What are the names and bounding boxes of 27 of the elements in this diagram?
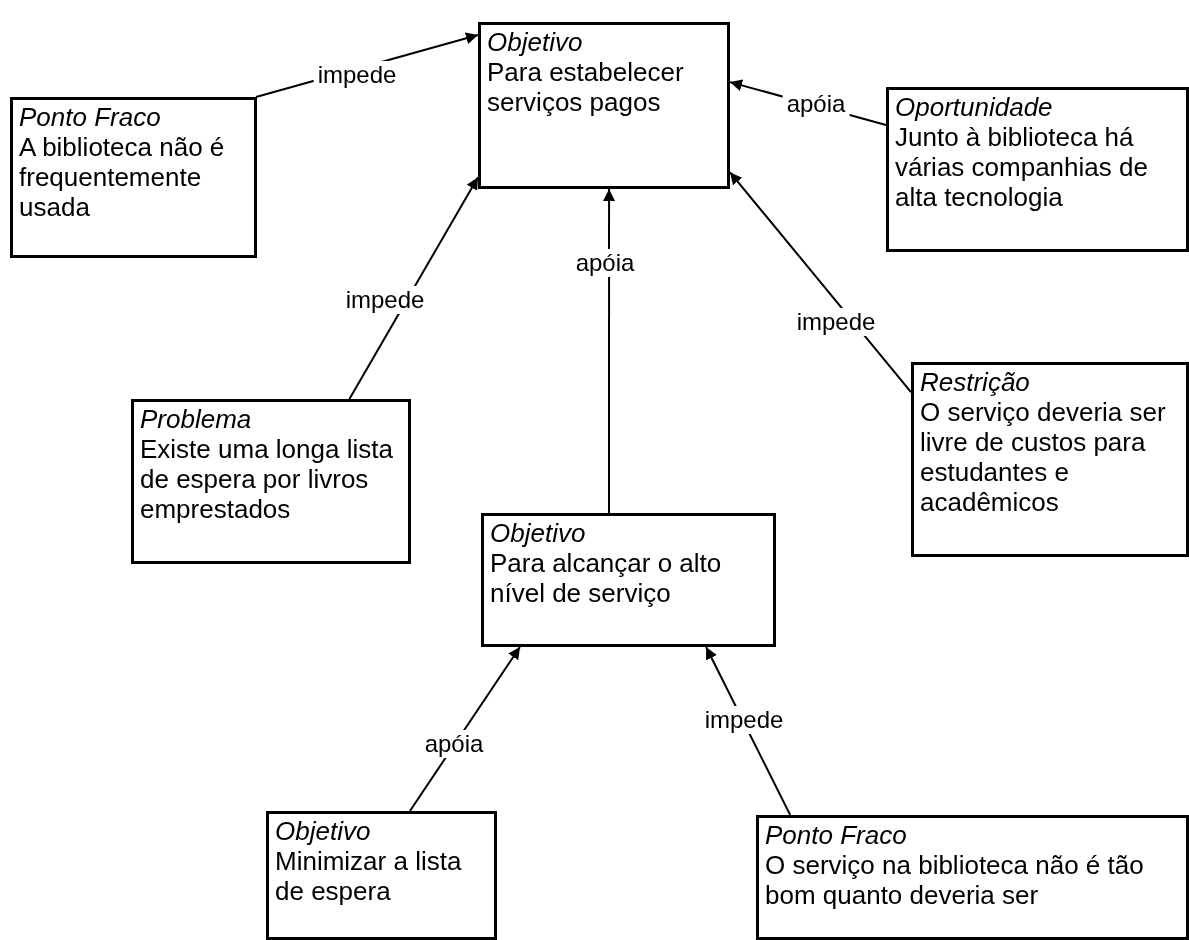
node-text: O serviço na biblioteca não é tão bom quanto deveria ser <box>765 850 1145 910</box>
text-box <box>481 513 776 647</box>
text-box <box>478 22 730 189</box>
arrow <box>729 171 912 394</box>
node-text: A biblioteca não é frequentemente usada <box>19 132 226 222</box>
node-text: O serviço deveria ser livre de custos para estudantes e acadêmicos <box>920 397 1167 517</box>
node-heading: Objetivo <box>275 816 372 846</box>
text-box <box>10 97 257 258</box>
text-box <box>756 815 1189 940</box>
arrow <box>348 176 479 400</box>
node-text: Existe uma longa lista de espera por livros emprestados <box>140 434 394 524</box>
node-text: Para estabelecer serviços pagos <box>487 57 685 117</box>
node-heading: Restrição <box>920 367 1031 397</box>
node-heading: Ponto Fraco <box>19 102 162 132</box>
node-text: Junto à biblioteca há várias companhias de alta tecnologia <box>895 122 1149 212</box>
text-box <box>911 362 1189 557</box>
node-heading: Oportunidade <box>895 92 1054 122</box>
arrow <box>603 188 616 514</box>
node-heading: Objetivo <box>487 27 584 57</box>
node-heading: Problema <box>140 404 253 434</box>
text-box <box>131 399 411 564</box>
node-heading: Objetivo <box>490 518 587 548</box>
node-heading: Ponto Fraco <box>765 820 908 850</box>
node-text: Para alcançar o alto nível de serviço <box>490 548 723 608</box>
node-text: Minimizar a lista de espera <box>275 846 463 906</box>
text-box <box>886 87 1189 252</box>
text-box <box>266 811 497 940</box>
